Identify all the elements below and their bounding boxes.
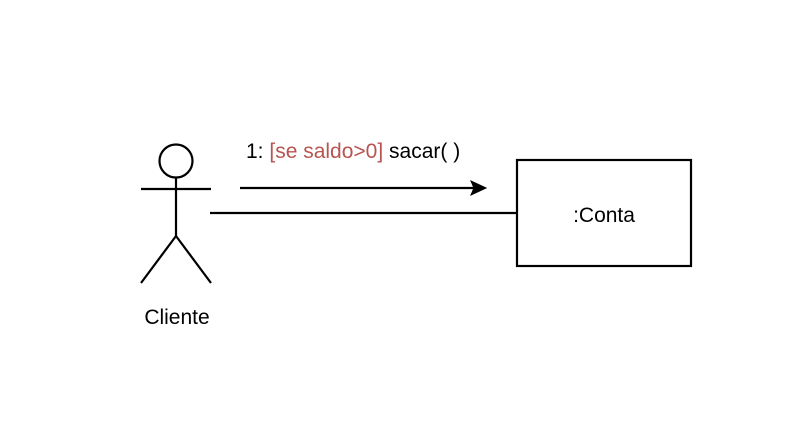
message-operation: sacar( ) xyxy=(389,140,460,163)
object-conta[interactable]: :Conta xyxy=(515,158,693,268)
actor-label: Cliente xyxy=(144,306,209,329)
message-guard: [se saldo>0] xyxy=(269,140,383,163)
message-sequence: 1: xyxy=(246,140,264,163)
actor-cliente[interactable]: Cliente xyxy=(140,143,212,330)
message-label: 1: [se saldo>0] sacar( ) xyxy=(246,140,460,163)
actor-left-leg xyxy=(140,235,177,284)
object-box xyxy=(515,158,693,268)
actor-right-leg xyxy=(175,235,212,284)
actor-head xyxy=(158,143,194,179)
arrowhead-icon xyxy=(470,179,488,197)
object-label: :Conta xyxy=(573,204,635,227)
message-arrow xyxy=(240,179,488,197)
